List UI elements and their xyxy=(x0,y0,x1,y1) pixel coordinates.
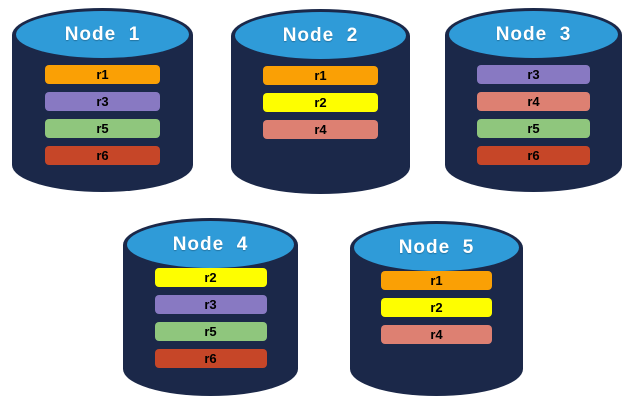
replica-bar-r1: r1 xyxy=(44,65,161,84)
replica-bar-r6: r6 xyxy=(476,146,591,165)
replica-bar-r4: r4 xyxy=(381,325,492,344)
replica-bar-r2: r2 xyxy=(263,93,378,112)
cylinder-body xyxy=(231,36,410,194)
cylinder-top-face xyxy=(127,221,294,268)
replica-bar-r1: r1 xyxy=(381,271,492,290)
replica-bar-r5: r5 xyxy=(44,119,161,138)
node-5-cylinder: Node 5 r1 r2 r4 xyxy=(350,221,523,396)
cylinder-top-face xyxy=(354,224,519,271)
replica-bar-r3: r3 xyxy=(44,92,161,111)
cylinder-body xyxy=(12,35,193,192)
replica-bar-r5: r5 xyxy=(154,322,267,341)
node-4-cylinder: Node 4 r2 r3 r5 r6 xyxy=(123,218,298,396)
node-2-replica-list: r1 r2 r4 xyxy=(231,66,410,139)
replica-bar-r2: r2 xyxy=(154,268,267,287)
node-1-replica-list: r1 r3 r5 r6 xyxy=(12,65,193,165)
cylinder-top-face xyxy=(449,11,618,58)
node-3-replica-list: r3 r4 r5 r6 xyxy=(445,65,622,165)
cylinder-top-face xyxy=(235,12,406,59)
replica-bar-r4: r4 xyxy=(263,120,378,139)
replica-bar-r6: r6 xyxy=(154,349,267,368)
node-4-title: Node 4 xyxy=(172,233,249,255)
node-1-title: Node 1 xyxy=(64,23,141,45)
cylinder-top-face xyxy=(16,11,189,58)
node-5-replica-list: r1 r2 r4 xyxy=(350,271,523,344)
replica-bar-r6: r6 xyxy=(44,146,161,165)
replica-bar-r3: r3 xyxy=(476,65,591,84)
node-4-replica-list: r2 r3 r5 r6 xyxy=(123,268,298,368)
node-3-cylinder: Node 3 r3 r4 r5 r6 xyxy=(445,8,622,192)
replica-bar-r3: r3 xyxy=(154,295,267,314)
node-3-title: Node 3 xyxy=(495,23,572,45)
node-5-title: Node 5 xyxy=(398,236,475,258)
cylinder-body xyxy=(445,35,622,192)
node-2-title: Node 2 xyxy=(282,24,359,46)
replica-bar-r2: r2 xyxy=(381,298,492,317)
replica-bar-r4: r4 xyxy=(476,92,591,111)
node-2-cylinder: Node 2 r1 r2 r4 xyxy=(231,9,410,194)
replica-bar-r5: r5 xyxy=(476,119,591,138)
replica-bar-r1: r1 xyxy=(263,66,378,85)
node-1-cylinder: Node 1 r1 r3 r5 r6 xyxy=(12,8,193,192)
